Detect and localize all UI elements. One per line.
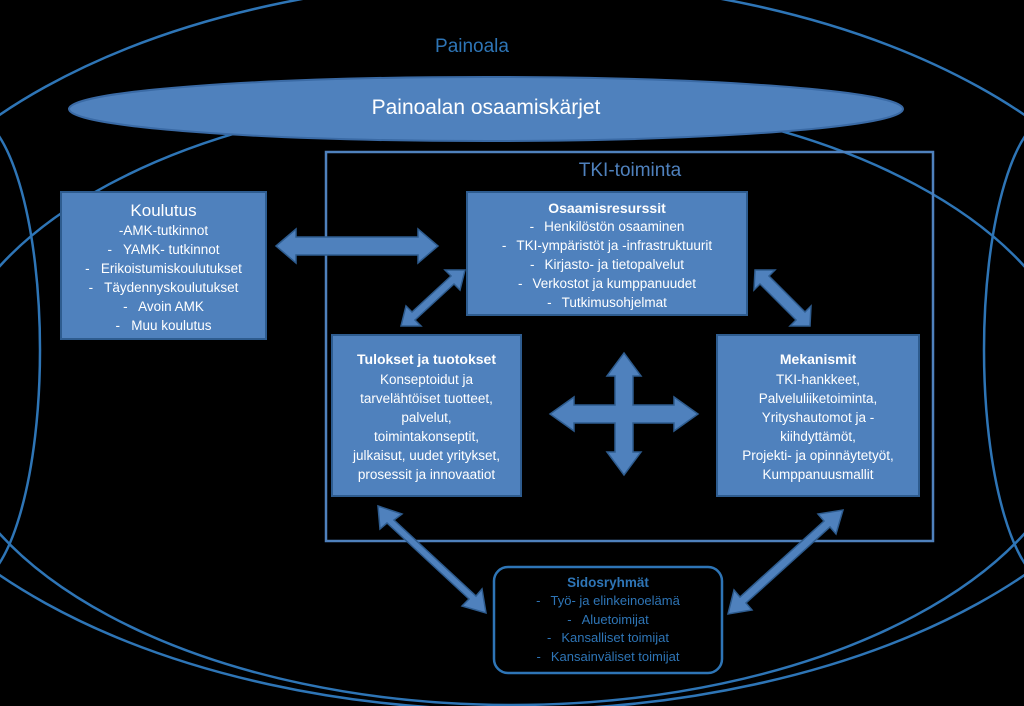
double-arrow-koulutus-osaamisresurssit (274, 227, 440, 265)
list-item: -Tutkimusohjelmat (547, 295, 667, 310)
outer-label: Painoala (435, 36, 509, 57)
right-edge-arc (982, 135, 1024, 565)
body-line: prosessit ja innovaatiot (357, 467, 496, 482)
banner-ellipse (68, 76, 904, 142)
banner-text: Painoalan osaamiskärjet (371, 96, 601, 119)
list-item: -Kirjasto- ja tietopalvelut (529, 257, 685, 272)
list-item: - YAMK- tutkinnot (107, 242, 220, 257)
koulutus-box: Koulutus -AMK-tutkinnot - YAMK- tutkinno… (60, 191, 267, 340)
double-arrow-osaamisresurssit-tulokset (400, 269, 466, 327)
list-item: -Kansainväliset toimijat (536, 648, 680, 664)
sidosryhmat-box-outline (492, 565, 724, 675)
double-arrow-tulokset-sidosryhmat (377, 504, 487, 615)
body-line: Projekti- ja opinnäytetyöt, (742, 448, 894, 463)
body-line: Kumppanuusmallit (762, 467, 874, 482)
list-item: - Täydennyskoulutukset (88, 280, 239, 295)
osaamisresurssit-box: Osaamisresurssit -Henkilöstön osaaminen … (466, 191, 748, 316)
list-item: -Verkostot ja kumppanuudet (517, 276, 697, 291)
mekanismit-title: Mekanismit (779, 351, 857, 367)
list-item: - Avoin AMK (123, 299, 204, 314)
list-item: -Työ- ja elinkeinoelämä (536, 593, 680, 608)
sidosryhmat-title: Sidosryhmät (567, 575, 649, 590)
body-line: Yrityshautomot ja - (761, 410, 875, 425)
body-line: toimintakonseptit, (373, 429, 480, 444)
list-item: -TKI-ympäristöt ja -infrastruktuurit (501, 238, 713, 253)
tulokset-box: Tulokset ja tuotokset Konseptoidut ja ta… (331, 334, 522, 497)
sidosryhmat-box: Sidosryhmät -Työ- ja elinkeinoelämä -Alu… (496, 573, 720, 666)
body-line: palvelut, (401, 410, 452, 425)
list-item: -Henkilöstön osaaminen (529, 219, 685, 234)
list-item: -AMK-tutkinnot (118, 223, 209, 238)
tulokset-title: Tulokset ja tuotokset (357, 351, 496, 367)
body-line: Konseptoidut ja (379, 372, 474, 387)
list-item: - Muu koulutus (115, 318, 212, 333)
koulutus-title: Koulutus (130, 201, 197, 220)
mekanismit-box: Mekanismit TKI-hankkeet, Palveluliiketoi… (716, 334, 920, 497)
left-edge-arc (0, 135, 42, 565)
list-item: -Kansalliset toimijat (547, 630, 669, 645)
body-line: julkaisut, uudet yritykset, (352, 448, 501, 463)
osaamisresurssit-title: Osaamisresurssit (548, 200, 666, 216)
double-arrow-mekanismit-sidosryhmat (726, 509, 845, 615)
tki-title: TKI-toiminta (578, 160, 682, 181)
double-arrow-osaamisresurssit-mekanismit (753, 269, 812, 327)
body-line: TKI-hankkeet, (775, 372, 861, 387)
body-line: kiihdyttämöt, (780, 429, 856, 444)
body-line: tarvelähtöiset tuotteet, (360, 391, 493, 406)
body-line: Palveluliiketoiminta, (758, 391, 878, 406)
list-item: - Erikoistumiskoulutukset (85, 261, 242, 276)
tki-frame (324, 150, 935, 543)
list-item: -Aluetoimijat (567, 611, 649, 627)
four-way-arrow (548, 351, 700, 477)
